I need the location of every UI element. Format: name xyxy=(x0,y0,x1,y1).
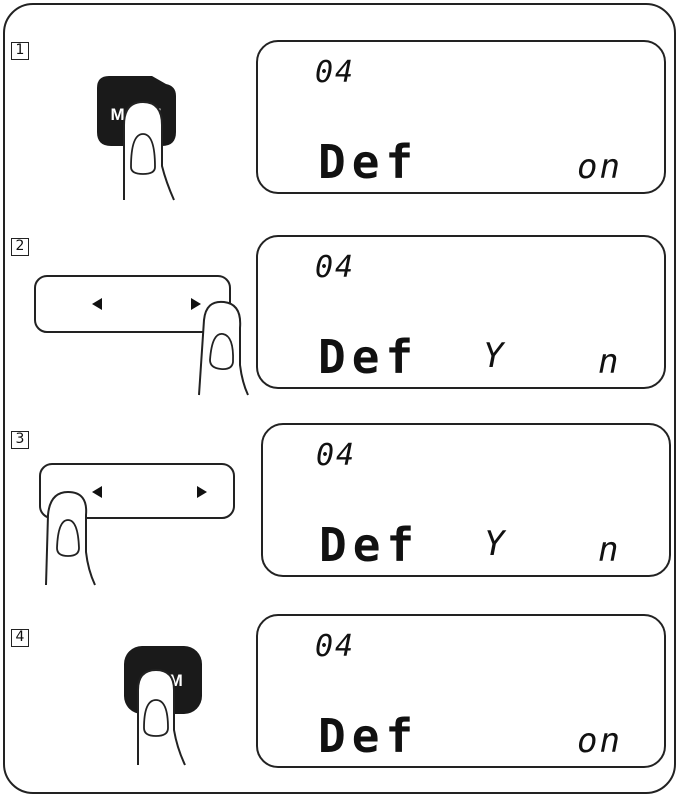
lcd-status-text: on xyxy=(577,721,622,761)
step-number-1: 1 xyxy=(11,42,29,60)
lcd-status-text: n xyxy=(598,342,620,382)
lcd-number: 04 xyxy=(316,438,356,473)
step-number-2: 2 xyxy=(11,238,29,256)
lcd-display-4: 04 Def on xyxy=(256,614,666,768)
lcd-number: 04 xyxy=(315,55,355,90)
lcd-number: 04 xyxy=(315,250,355,285)
lcd-status-text: on xyxy=(577,147,622,187)
lcd-main-text: Def xyxy=(318,709,419,763)
lcd-middle-text: Y xyxy=(484,524,507,564)
lcd-display-1: 04 Def on xyxy=(256,40,666,194)
lcd-number: 04 xyxy=(315,629,355,664)
lcd-main-text: Def xyxy=(318,330,419,384)
lcd-status-text: n xyxy=(598,530,620,570)
lcd-middle-text: Y xyxy=(483,336,506,376)
step-number-4: 4 xyxy=(11,629,29,647)
lcd-display-2: 04 Def Y n xyxy=(256,235,666,389)
diagram-frame xyxy=(3,3,676,794)
lcd-main-text: Def xyxy=(318,135,419,189)
lcd-main-text: Def xyxy=(319,518,420,572)
lcd-display-3: 04 Def Y n xyxy=(261,423,671,577)
step-number-3: 3 xyxy=(11,431,29,449)
